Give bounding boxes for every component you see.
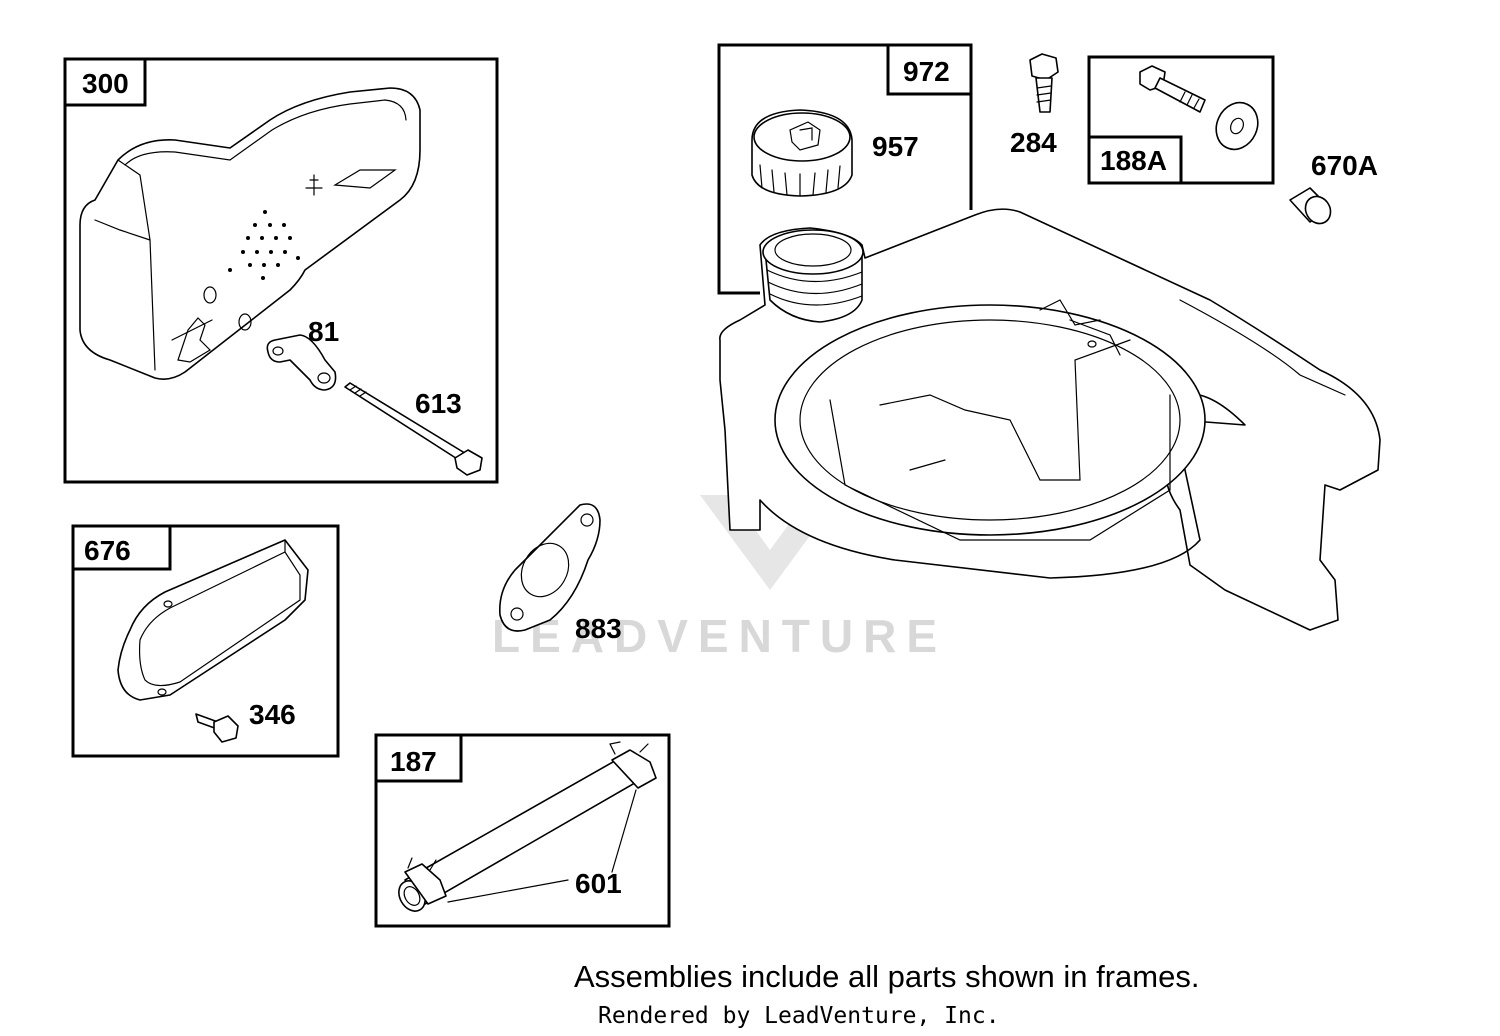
heat-shield-drawing	[117, 539, 309, 743]
frame-300: 300	[63, 57, 499, 484]
gas-cap-drawing	[751, 109, 853, 197]
bolt-284-drawing	[1029, 53, 1059, 113]
frame-187: 187	[374, 733, 671, 928]
frame-label-188a: 188A	[1100, 145, 1167, 176]
frame-label-676: 676	[84, 535, 131, 566]
frame-label-972: 972	[903, 56, 950, 87]
fuel-tank-drawing	[719, 208, 1381, 631]
gasket-drawing	[498, 503, 601, 632]
part-label-601: 601	[575, 868, 622, 899]
part-label-284: 284	[1010, 127, 1057, 158]
part-label-670a: 670A	[1311, 150, 1378, 181]
tube-drawing	[398, 741, 657, 912]
render-credit: Rendered by LeadVenture, Inc.	[598, 1003, 1000, 1029]
muffler-drawing	[79, 87, 483, 476]
frame-188a: 188A	[1087, 55, 1275, 185]
part-label-81: 81	[308, 316, 339, 347]
part-label-883: 883	[575, 613, 622, 644]
sleeve-670a-drawing	[1289, 187, 1332, 225]
bolt-washer-drawing	[1139, 65, 1259, 151]
part-label-613: 613	[415, 388, 462, 419]
part-label-346: 346	[249, 699, 296, 730]
frame-label-187: 187	[390, 746, 437, 777]
assembly-note: Assemblies include all parts shown in fr…	[574, 959, 1199, 994]
part-label-957: 957	[872, 131, 919, 162]
frame-label-300: 300	[82, 68, 129, 99]
frame-972: 972	[717, 43, 973, 295]
watermark-text: LEADVENTURE	[492, 610, 947, 662]
frame-676: 676	[71, 524, 340, 758]
